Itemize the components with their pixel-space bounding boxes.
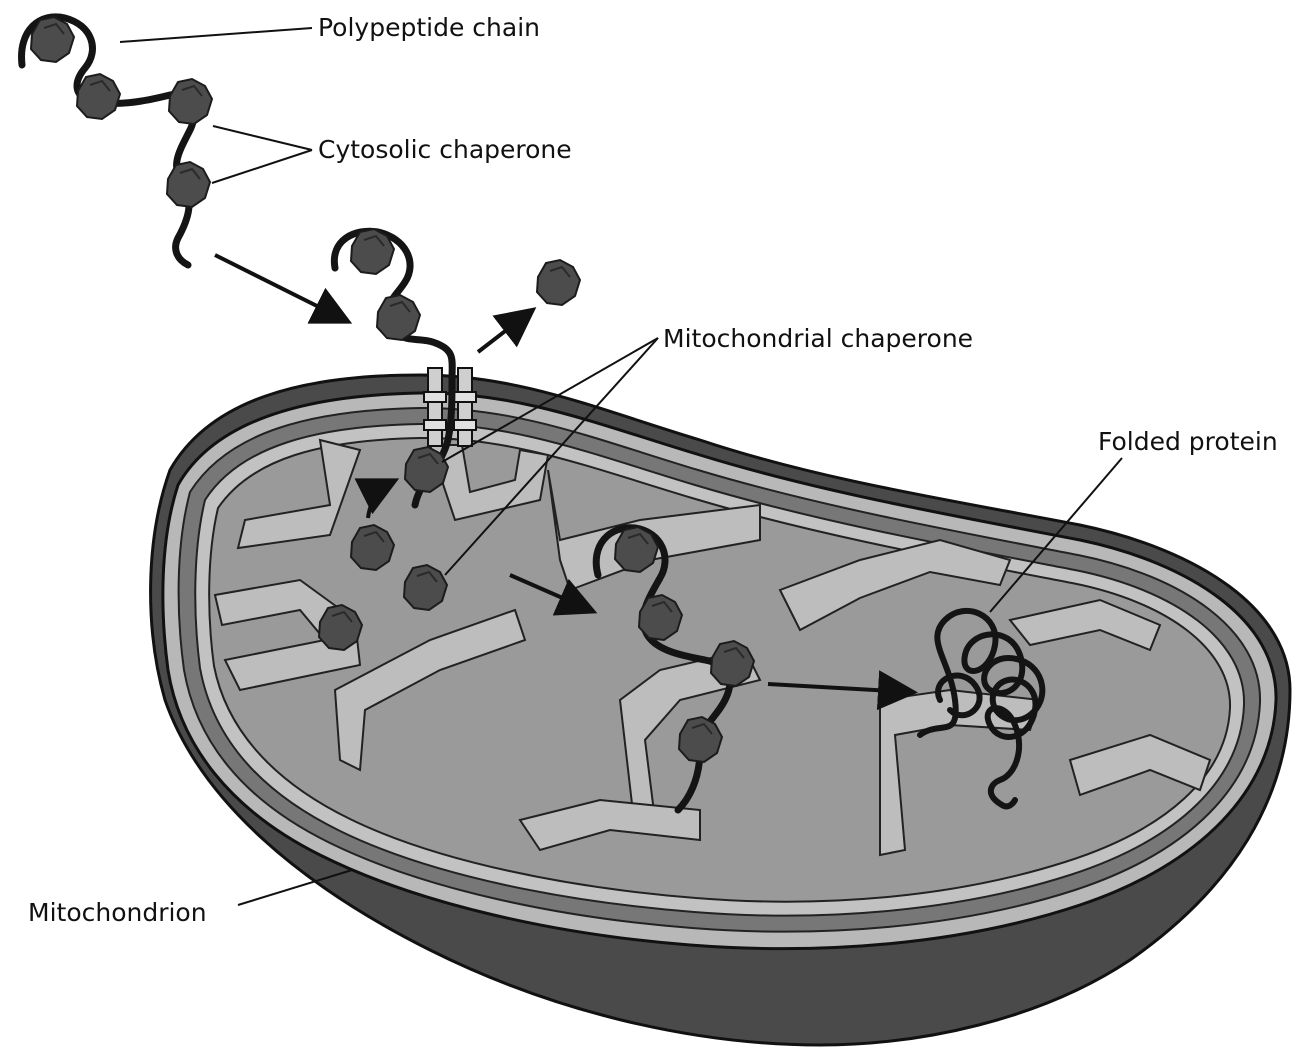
label-mitochondrion: Mitochondrion — [28, 898, 207, 927]
arrow-chaperone-release — [478, 312, 530, 352]
released-chaperone — [537, 260, 580, 305]
label-cytosolic-chaperone: Cytosolic chaperone — [318, 135, 572, 164]
arrow-to-channel — [215, 255, 345, 320]
label-folded-protein: Folded protein — [1098, 427, 1278, 456]
label-polypeptide-chain: Polypeptide chain — [318, 13, 540, 42]
cytosolic-chaperones — [31, 17, 580, 340]
label-mitochondrial-chaperone: Mitochondrial chaperone — [663, 324, 973, 353]
